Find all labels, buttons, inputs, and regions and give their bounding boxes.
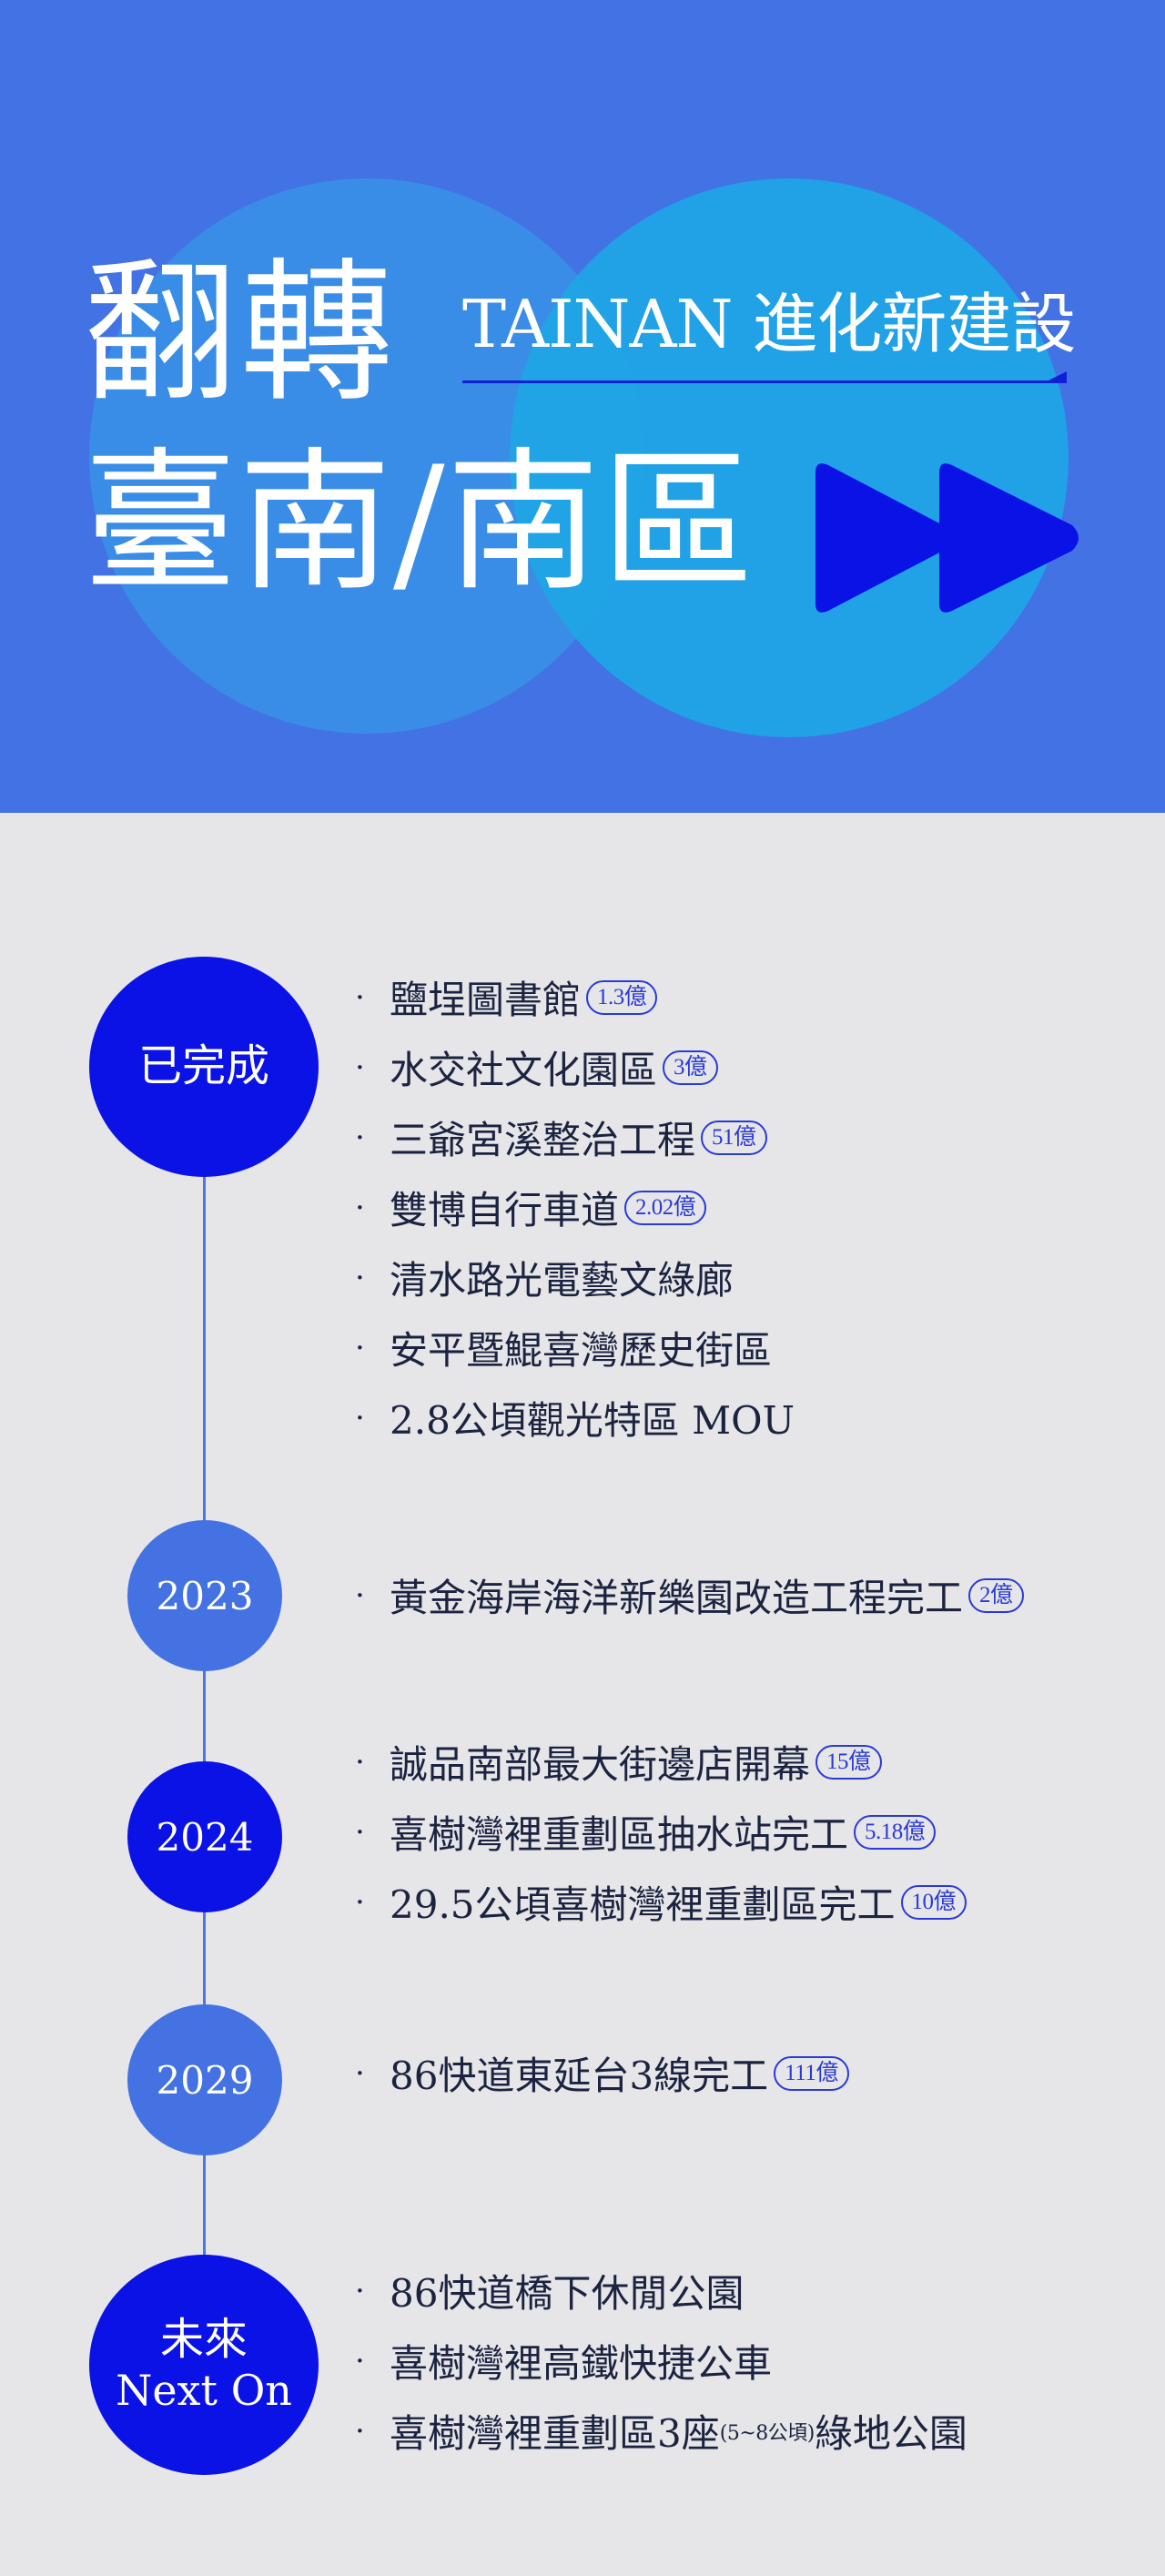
list-item: ·安平暨鯤喜灣歷史街區 (355, 1328, 773, 1373)
list-item: ·86快道橋下休閒公園 (355, 2271, 745, 2316)
list-item: ·喜樹灣裡重劃區3座(5~8公頃)綠地公園 (355, 2411, 967, 2456)
hero-title-line1: 翻轉 (84, 244, 397, 422)
timeline-node-2023: 2023 (127, 1520, 282, 1671)
budget-badge: 111億 (774, 2055, 849, 2091)
hero-subtitle: TAINAN 進化新建設 (462, 286, 1076, 362)
budget-badge: 3億 (663, 1050, 718, 1085)
timeline-node-completed: 已完成 (89, 957, 319, 1177)
timeline-node-label: 已完成 (137, 1040, 269, 1092)
budget-badge: 1.3億 (586, 979, 658, 1015)
list-item: ·喜樹灣裡高鐵快捷公車 (355, 2341, 773, 2386)
timeline-node-label: 2023 (156, 1573, 254, 1618)
hero-banner: 翻轉 臺南/南區 TAINAN 進化新建設 (0, 0, 1165, 813)
budget-badge: 5.18億 (854, 1814, 937, 1850)
timeline-line (203, 1056, 206, 2348)
hero-subtitle-tick (1045, 371, 1067, 382)
timeline-node-label: 2024 (156, 1814, 254, 1860)
budget-badge: 51億 (701, 1120, 767, 1155)
hero-title-line2: 臺南/南區 (84, 433, 756, 612)
timeline-node-label: 未來 (159, 2313, 248, 2365)
budget-badge: 10億 (900, 1884, 967, 1920)
timeline-node-2024: 2024 (127, 1761, 282, 1912)
timeline-node-future: 未來 Next On (89, 2255, 319, 2475)
budget-badge: 2億 (968, 1577, 1024, 1613)
budget-badge: 15億 (816, 1744, 882, 1780)
budget-badge: 2.02億 (624, 1190, 707, 1225)
hero-circle-right (510, 178, 1069, 737)
fast-forward-icon (816, 463, 1079, 613)
timeline-list-future: ·86快道橋下休閒公園 ·喜樹灣裡高鐵快捷公車 ·喜樹灣裡重劃區3座(5~8公頃… (355, 2256, 967, 2466)
list-item: ·2.8公頃觀光特區 MOU (355, 1398, 795, 1443)
list-item: ·清水路光電藝文綠廊 (355, 1258, 734, 1303)
timeline-node-sublabel: Next On (116, 2366, 292, 2416)
hero-subtitle-underline (462, 380, 1067, 383)
timeline-node-label: 2029 (156, 2057, 254, 2103)
timeline-node-2029: 2029 (127, 2004, 282, 2155)
